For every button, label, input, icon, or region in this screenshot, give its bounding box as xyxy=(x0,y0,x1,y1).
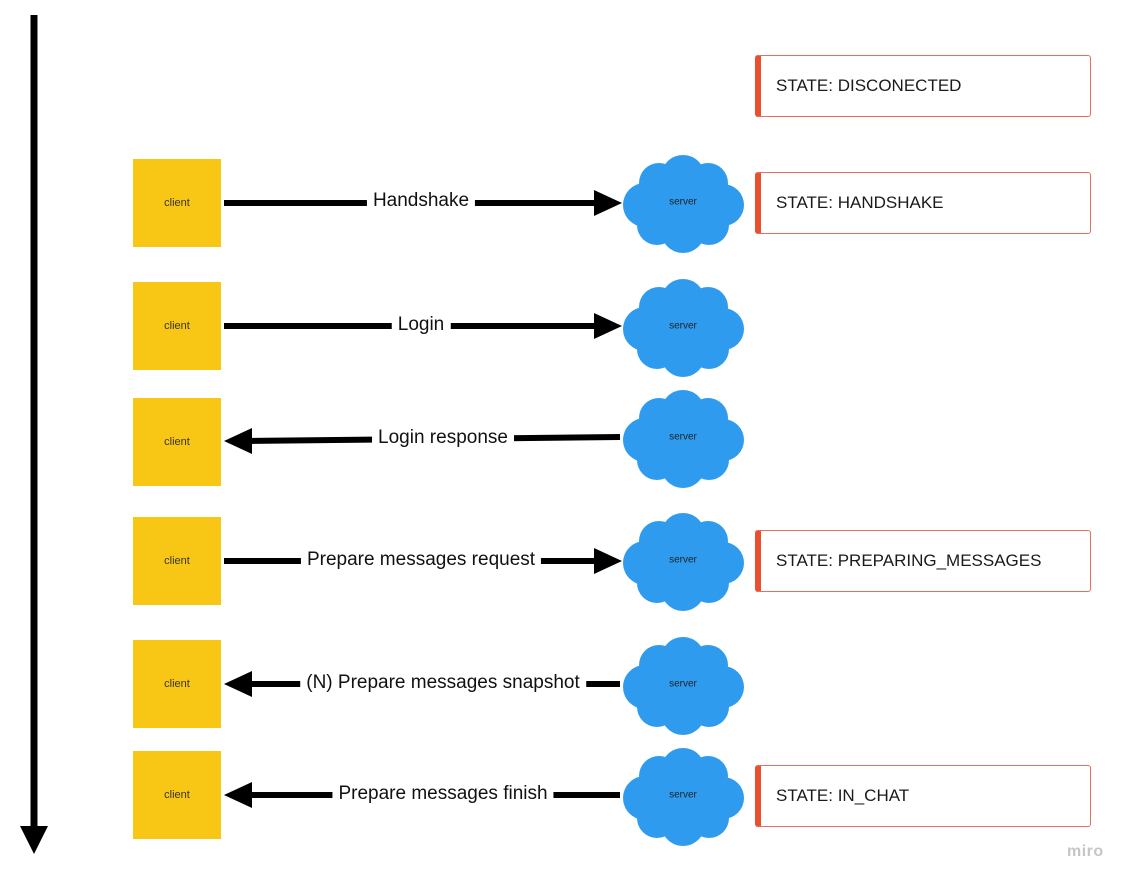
message-label-login: Login xyxy=(391,314,451,336)
client-label: client xyxy=(164,320,190,332)
message-label-prepare-request: Prepare messages request xyxy=(300,549,542,571)
miro-watermark: miro xyxy=(1067,843,1104,860)
message-label-login-response: Login response xyxy=(372,427,514,449)
timeline-arrow xyxy=(20,15,48,854)
message-label-prepare-snapshot: (N) Prepare messages snapshot xyxy=(300,672,586,694)
server-label: server xyxy=(669,320,697,332)
state-note-disconnected: STATE: DISCONECTED xyxy=(755,55,1091,117)
client-sticky: client xyxy=(133,282,221,370)
state-text: STATE: IN_CHAT xyxy=(776,786,910,805)
client-sticky: client xyxy=(133,398,221,486)
state-text: STATE: HANDSHAKE xyxy=(776,193,944,212)
state-note-handshake: STATE: HANDSHAKE xyxy=(755,172,1091,234)
server-label: server xyxy=(669,554,697,566)
server-label: server xyxy=(669,196,697,208)
state-note-in-chat: STATE: IN_CHAT xyxy=(755,765,1091,827)
client-label: client xyxy=(164,197,190,209)
state-note-preparing: STATE: PREPARING_MESSAGES xyxy=(755,530,1091,592)
client-sticky: client xyxy=(133,640,221,728)
state-text: STATE: PREPARING_MESSAGES xyxy=(776,551,1042,570)
client-label: client xyxy=(164,678,190,690)
message-label-handshake: Handshake xyxy=(366,190,476,212)
message-label-prepare-finish: Prepare messages finish xyxy=(332,783,554,805)
client-label: client xyxy=(164,436,190,448)
client-sticky: client xyxy=(133,751,221,839)
server-label: server xyxy=(669,431,697,443)
state-text: STATE: DISCONECTED xyxy=(776,76,962,95)
client-label: client xyxy=(164,789,190,801)
server-label: server xyxy=(669,789,697,801)
client-sticky: client xyxy=(133,517,221,605)
client-label: client xyxy=(164,555,190,567)
server-label: server xyxy=(669,678,697,690)
client-sticky: client xyxy=(133,159,221,247)
